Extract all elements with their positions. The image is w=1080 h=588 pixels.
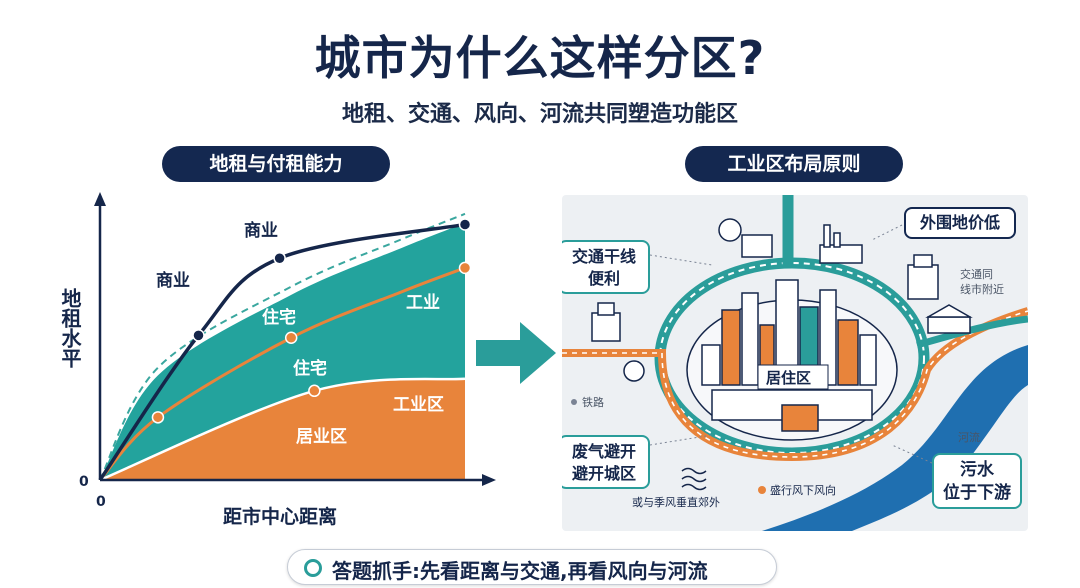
gas-label: 废气避开 避开城区 [562,435,650,489]
footer-tip: 答题抓手:先看距离与交通,再看风向与河流 [287,549,777,585]
tip-circle-icon [304,559,322,577]
residential-point [151,411,165,424]
residential-label-bg [757,364,829,390]
factory-top-icon [819,224,863,264]
residential-area [100,223,465,480]
water-icon [681,467,707,491]
commercial-point [458,218,472,231]
downwind-dot [758,486,766,494]
leader-line-3 [871,224,903,241]
industrial-area [100,378,465,480]
wind-vertical-label: 或与季风垂直郊外 [632,495,720,509]
commercial-point [273,251,286,265]
leader-line-2 [649,434,713,446]
residential-label: 居住区 [766,369,811,387]
wind-downwind-label: 盛行风下风向 [770,483,836,497]
near-transport-label: 交通同 线市附近 [960,268,1004,296]
factory-top-left-icon [718,218,773,258]
sewage-label: 污水 位于下游 [932,453,1022,509]
y-axis-arrow [94,192,106,206]
x-axis-arrow [482,474,496,486]
y-axis-label: 地租水平 [58,288,82,368]
city-map: 居住区 铁路 河流 或与季风 [562,195,1028,531]
wind-icon [623,360,645,382]
railway-label: 铁路 [582,396,604,409]
leader-line-4 [891,444,933,464]
bid-rent-chart: 地租水平 距市中心距离 0 0 商业 商业 住宅 住宅 工业 工业区 居业区 [58,192,496,528]
residential-dashed-line [99,212,466,481]
footer-tip-text: 答题抓手:先看距离与交通,再看风向与河流 [332,559,708,583]
orange-route-dash [562,310,1028,458]
x-origin-label: 0 [96,494,106,510]
residential-label-2: 住宅 [293,358,327,379]
residential-point [458,261,472,275]
industrial-point [308,384,321,398]
page-title: 城市为什么这样分区? [314,31,766,85]
east-road [916,315,1028,349]
commercial-point [192,329,205,342]
industrial-label-2: 工业区 [393,395,444,415]
commercial-label-2: 商业 [244,220,278,241]
area-label: 居业区 [296,427,347,447]
residential-label-1: 住宅 [262,307,296,328]
industrial-label-1: 工业 [406,293,440,313]
warehouse-right-icon [925,304,973,334]
industrial-line [99,377,466,482]
commercial-label-1: 商业 [156,270,190,291]
building-left-icon [591,302,621,342]
commercial-line [98,222,466,481]
leader-line-1 [649,254,713,266]
right-arrow-icon [476,322,556,384]
page-subtitle: 地租、交通、风向、河流共同塑造功能区 [341,102,738,127]
x-axis-label: 距市中心距离 [223,505,337,528]
right-panel-pill: 工业区布局原则 [685,146,903,182]
city-buildings [701,279,877,432]
transport-label: 交通干线 便利 [562,240,650,294]
building-right-icon [907,254,939,300]
river [762,345,1028,531]
railway-dot [571,399,577,405]
residential-point [284,331,298,345]
city-map-drawing: 居住区 铁路 河流 或与季风 [562,195,1028,531]
river-label: 河流 [958,430,980,444]
y-origin-label: 0 [79,474,89,490]
outer-cheap-label: 外围地价低 [904,207,1016,239]
left-panel-pill: 地租与付租能力 [162,146,390,182]
